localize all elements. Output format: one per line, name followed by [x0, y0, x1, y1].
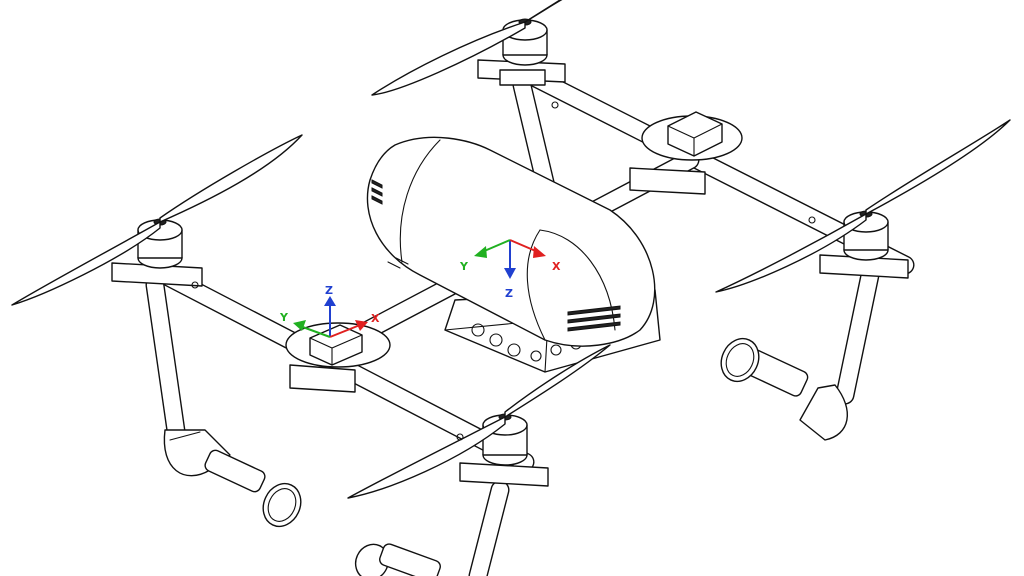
propeller-front-left-a	[159, 134, 303, 223]
x-arrow-icon	[533, 246, 546, 258]
x-axis-label: X	[552, 260, 561, 273]
coordinate-triad-front: Z X Y	[279, 284, 380, 338]
z-axis-label: Z	[325, 284, 333, 297]
y-arrow-icon	[474, 246, 487, 258]
gps-mount-front	[285, 322, 391, 393]
propeller-front-left-b	[11, 221, 161, 306]
x-arrow-icon	[355, 320, 368, 331]
coordinate-triad-fuselage: Z X Y	[459, 239, 561, 300]
gps-mount-rear	[629, 111, 743, 195]
propeller-front-right-b	[347, 416, 506, 499]
x-axis-label: X	[371, 312, 380, 325]
propeller-front-right-a	[504, 344, 611, 418]
y-arrow-icon	[293, 320, 306, 331]
propeller-rear-left	[371, 21, 526, 96]
motor-arm-front-right	[347, 344, 611, 499]
propeller-rear-right-b	[715, 213, 867, 293]
motor-arm-front-left	[11, 134, 303, 306]
z-arrow-icon	[324, 296, 336, 306]
propeller-rear-right-a	[865, 119, 1011, 215]
z-axis-label: Z	[505, 287, 513, 300]
landing-leg-front-right	[354, 480, 510, 576]
rail-pins	[191, 101, 816, 441]
motor-arm-rear-right	[715, 119, 1011, 293]
y-axis-label: Y	[459, 260, 469, 273]
fuselage-canopy	[366, 136, 656, 347]
canopy-vent-rear	[371, 179, 383, 205]
motor-arm-rear-left	[371, 0, 566, 96]
y-axis-label: Y	[279, 311, 289, 324]
landing-leg-rear-right	[720, 265, 880, 441]
canopy-vent-front	[567, 305, 621, 332]
z-arrow-icon	[504, 268, 516, 279]
landing-leg-front-left	[145, 275, 302, 528]
